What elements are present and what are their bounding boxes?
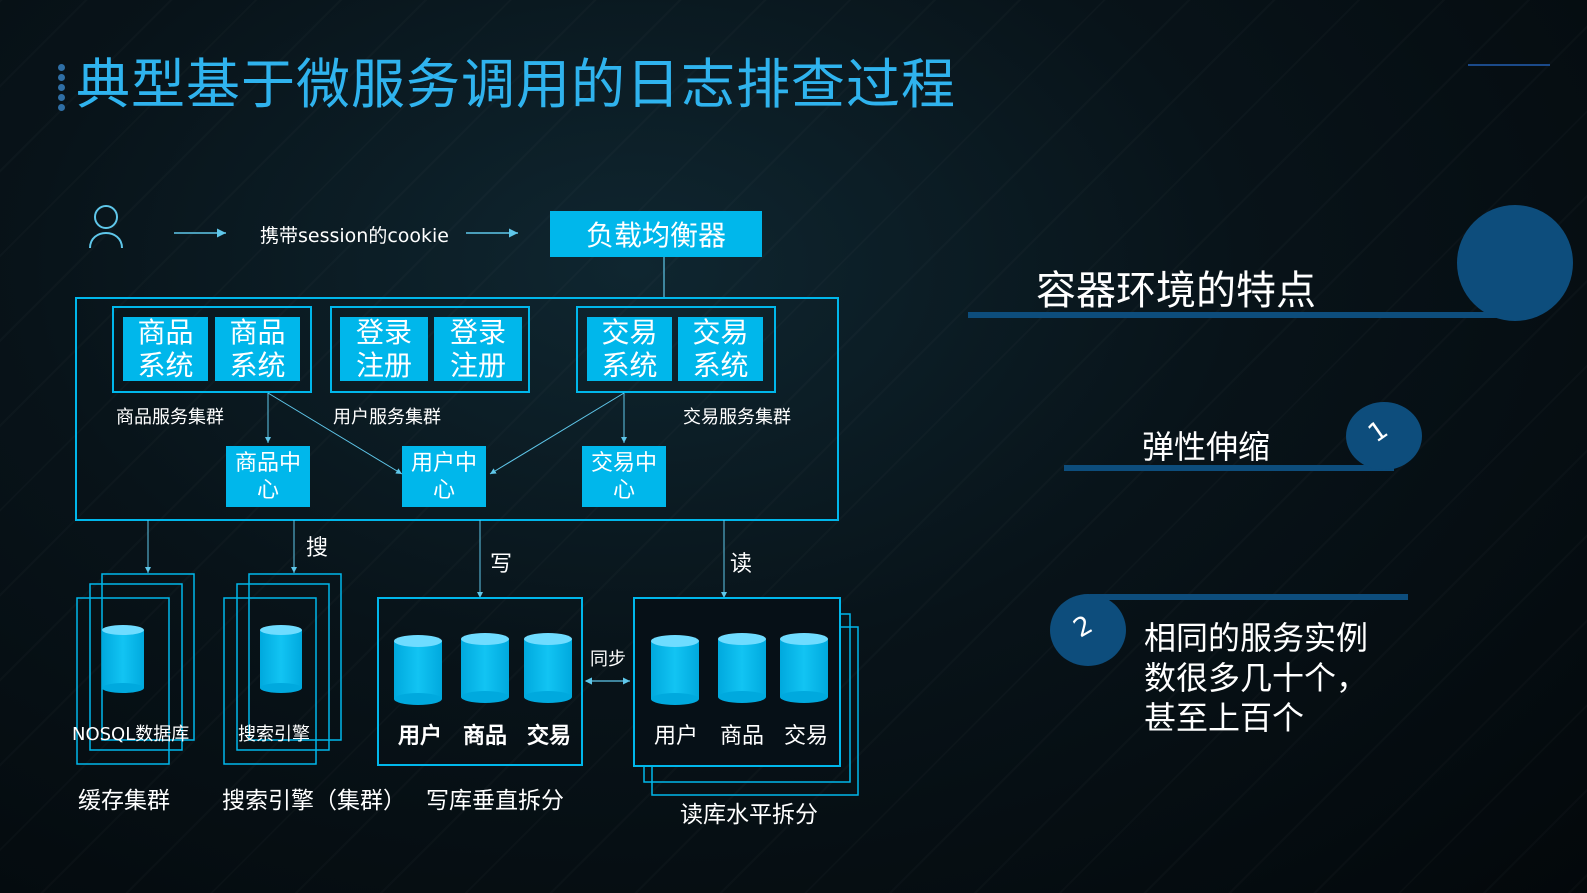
arrow-goods-to-usercenter	[267, 392, 403, 475]
edge-label-search: 搜	[306, 536, 329, 561]
cluster-box-trade	[576, 306, 776, 393]
user-icon	[89, 205, 123, 249]
item2-number-badge	[1050, 594, 1126, 666]
center-user: 用户中 心	[402, 446, 486, 507]
cluster-box-user	[330, 306, 530, 393]
cluster-box-goods	[112, 306, 312, 393]
search-box-front	[223, 597, 317, 765]
write-db-box	[377, 597, 583, 766]
search-box-mid	[236, 583, 330, 751]
item1-number-badge	[1346, 402, 1422, 470]
service-node-user-1: 登录 注册	[340, 316, 428, 382]
read-db-label-goods: 商品	[720, 724, 765, 749]
heading-underline	[968, 312, 1508, 318]
page-title: 典型基于微服务调用的日志排查过程	[76, 53, 956, 116]
center-trade: 交易中 心	[582, 446, 666, 507]
service-node-goods-2: 商品 系统	[215, 316, 300, 382]
read-db-label-trade: 交易	[784, 724, 829, 749]
write-db-label-goods: 商品	[463, 724, 508, 749]
read-db-cylinder-user	[651, 635, 699, 705]
edge-label-read: 读	[730, 552, 753, 577]
read-db-cylinder-trade	[780, 633, 828, 703]
panel-heading: 容器环境的特点	[1036, 268, 1316, 314]
caption-read-db: 读库水平拆分	[680, 802, 818, 828]
cluster-label-goods: 商品服务集群	[116, 407, 224, 428]
service-node-trade-1: 交易 系统	[587, 316, 672, 382]
item2-overline	[1090, 594, 1408, 600]
arrow-trade-to-usercenter	[489, 392, 625, 475]
edge-label-write: 写	[490, 552, 513, 577]
edge-label-sync: 同步	[590, 649, 626, 670]
search-inner-label: 搜索引擎	[238, 724, 310, 745]
item1-underline	[1064, 465, 1394, 471]
cache-box-mid	[89, 583, 183, 751]
logo-divider	[1468, 64, 1550, 66]
search-box-back	[248, 573, 342, 741]
caption-write-db: 写库垂直拆分	[426, 788, 564, 814]
panel-item-2-text: 相同的服务实例 数很多几十个， 甚至上百个	[1144, 619, 1369, 737]
write-db-label-trade: 交易	[527, 724, 572, 749]
service-node-user-2: 登录 注册	[434, 316, 522, 382]
caption-cache: 缓存集群	[78, 788, 170, 814]
cluster-label-trade: 交易服务集群	[683, 407, 791, 428]
cache-box-front	[76, 597, 170, 765]
cookie-label: 携带session的cookie	[260, 225, 449, 247]
write-db-cylinder-goods	[461, 633, 509, 703]
write-db-cylinder-user	[394, 635, 442, 705]
cache-cylinder	[102, 625, 144, 693]
caption-search: 搜索引擎（集群）	[222, 788, 406, 814]
write-db-cylinder-trade	[524, 633, 572, 703]
write-db-label-user: 用户	[398, 724, 443, 749]
heading-circle-decoration	[1457, 205, 1573, 321]
read-db-cylinder-goods	[718, 633, 766, 703]
cache-inner-label: NOSQL数据库	[72, 724, 190, 745]
load-balancer: 负载均衡器	[550, 211, 762, 257]
cluster-label-user: 用户服务集群	[333, 407, 441, 428]
search-cylinder	[260, 625, 302, 693]
service-node-trade-2: 交易 系统	[678, 316, 763, 382]
service-node-goods-1: 商品 系统	[123, 316, 208, 382]
title-bullet-icon	[58, 64, 66, 114]
read-db-label-user: 用户	[654, 724, 699, 749]
panel-item-1-text: 弹性伸缩	[1142, 428, 1271, 466]
center-goods: 商品中 心	[226, 446, 310, 507]
services-frame	[75, 297, 839, 521]
